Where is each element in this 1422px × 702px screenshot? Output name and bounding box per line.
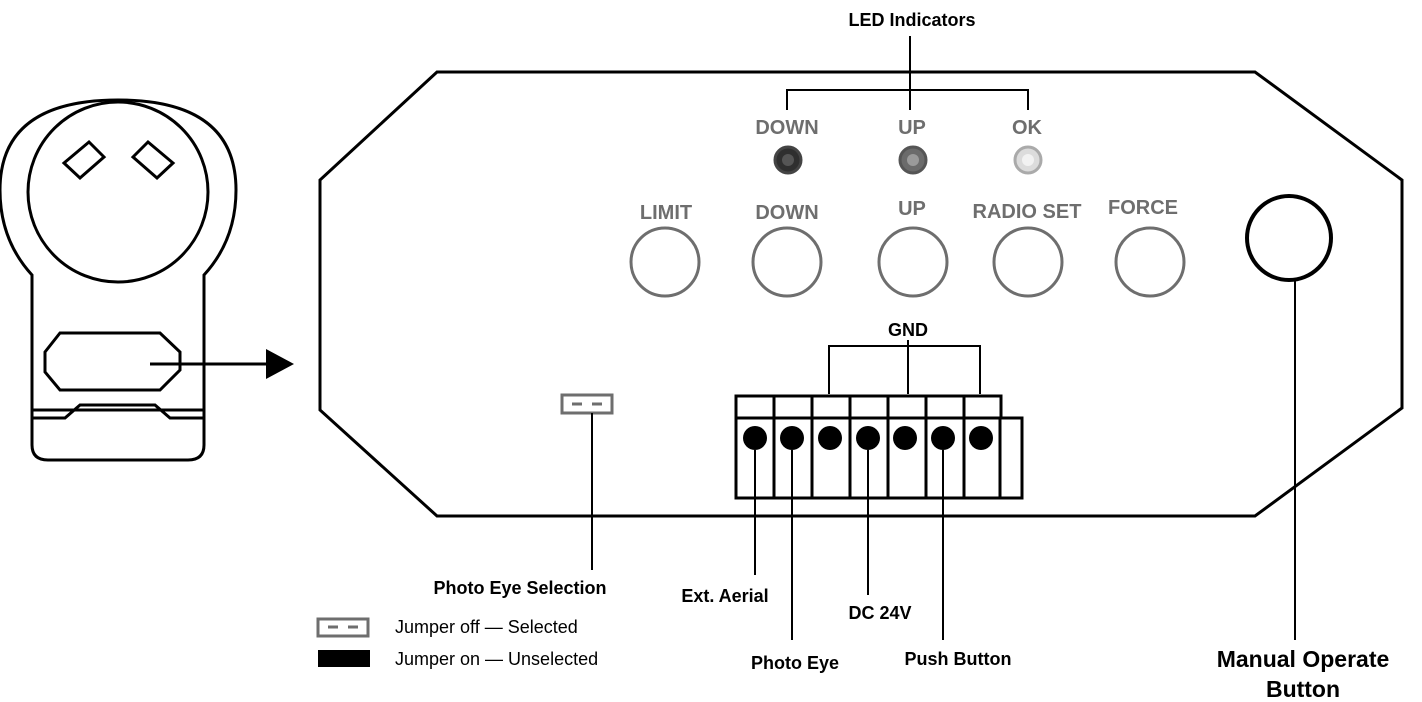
led-indicators-label: LED Indicators (848, 10, 975, 30)
terminal-screws (743, 426, 993, 450)
photo-eye-label: Photo Eye (751, 653, 839, 673)
terminal-screw (818, 426, 842, 450)
terminal-screw (856, 426, 880, 450)
control-panel-outline (318, 70, 1404, 518)
terminal-screw (969, 426, 993, 450)
ext-aerial-label: Ext. Aerial (681, 586, 768, 606)
button-label-up: UP (898, 198, 926, 220)
remote-slot-left (61, 139, 107, 181)
led-down-indicator (773, 145, 803, 175)
gnd-bracket (828, 340, 981, 394)
remote-window (43, 331, 182, 392)
led-up-indicator (898, 145, 928, 175)
terminal-leaders (754, 450, 944, 640)
manual-operate-button[interactable] (1245, 194, 1333, 282)
legend-text-jumper-off: Jumper off — Selected (395, 617, 578, 637)
terminal-screw (893, 426, 917, 450)
legend-jumper-on: Jumper on — Unselected (318, 649, 598, 669)
led-label-ok: OK (1012, 117, 1043, 139)
terminal-screw (743, 426, 767, 450)
legend-swatch-filled (318, 650, 370, 667)
button-label-radio-set: RADIO SET (973, 201, 1082, 223)
remote-bottom-tab (32, 403, 204, 420)
led-ok-indicator (1013, 145, 1043, 175)
manual-operate-label-line1: Manual Operate (1217, 646, 1390, 672)
pointer-arrow (150, 349, 294, 379)
push-button-label: Push Button (905, 649, 1012, 669)
photo-eye-jumper[interactable] (560, 393, 614, 415)
dc24v-label: DC 24V (848, 603, 911, 623)
led-label-up: UP (898, 117, 926, 139)
gnd-label: GND (888, 320, 928, 340)
limit-button[interactable] (629, 226, 701, 298)
led-label-down: DOWN (755, 117, 818, 139)
remote-body-outline (0, 98, 238, 412)
terminal-block (734, 394, 1024, 500)
down-button[interactable] (751, 226, 823, 298)
button-label-down: DOWN (755, 202, 818, 224)
remote-device (0, 98, 238, 462)
remote-round-face (26, 100, 210, 284)
up-button[interactable] (877, 226, 949, 298)
legend-text-jumper-on: Jumper on — Unselected (395, 649, 598, 669)
remote-slot-right (130, 139, 176, 181)
manual-operate-label-line2: Button (1266, 676, 1340, 702)
photo-eye-selection-label: Photo Eye Selection (433, 578, 606, 598)
led-bracket (786, 36, 1029, 110)
remote-body-bottom (30, 410, 206, 462)
terminal-screw (931, 426, 955, 450)
terminal-screw (780, 426, 804, 450)
legend-jumper-off: Jumper off — Selected (316, 617, 578, 638)
button-label-limit: LIMIT (640, 202, 692, 224)
force-button[interactable] (1114, 226, 1186, 298)
radio-set-button[interactable] (992, 226, 1064, 298)
button-label-force: FORCE (1108, 197, 1178, 219)
legend-swatch-outline (316, 617, 370, 638)
